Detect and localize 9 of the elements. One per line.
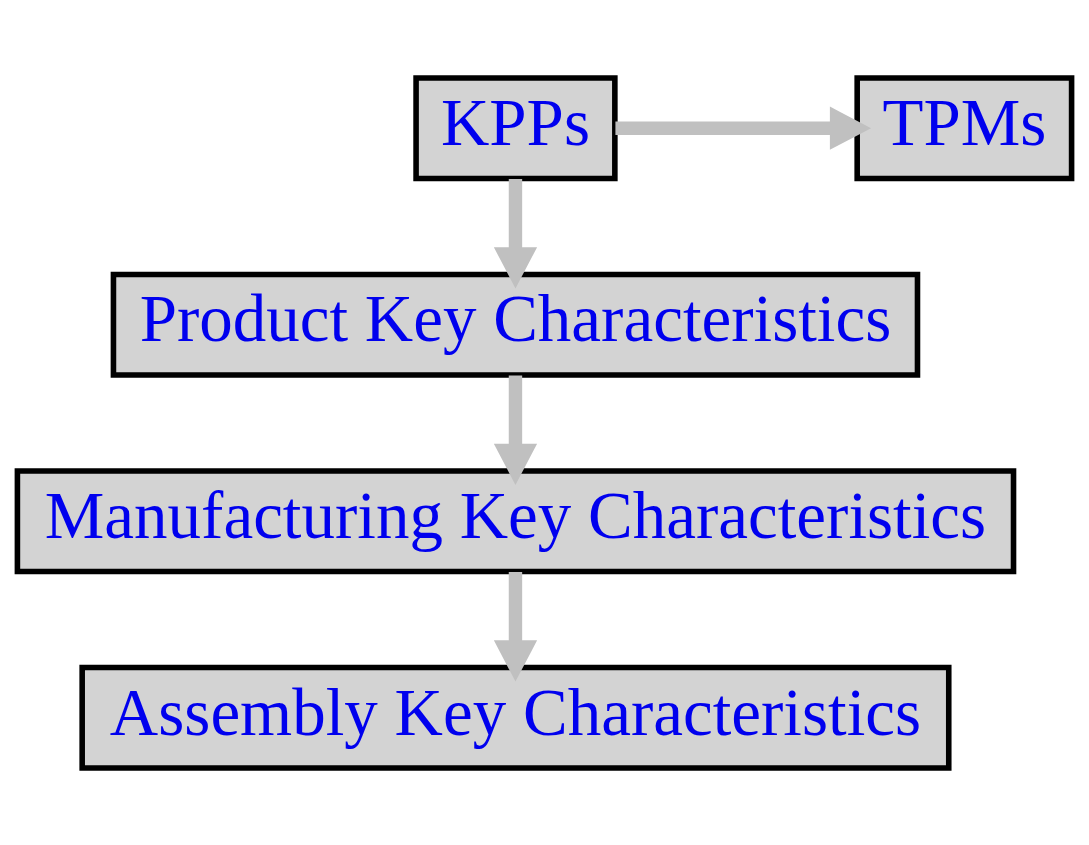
- node-box: Product Key Characteristics: [110, 271, 921, 378]
- arrow: [493, 178, 538, 288]
- node-box: KPPs: [413, 74, 618, 181]
- arrow: [493, 374, 538, 485]
- node-box: Assembly Key Characteristics: [79, 664, 952, 771]
- arrow: [615, 106, 872, 150]
- node-box: TPMs: [854, 74, 1075, 181]
- node-box: Manufacturing Key Characteristics: [14, 467, 1017, 574]
- arrow: [493, 571, 538, 682]
